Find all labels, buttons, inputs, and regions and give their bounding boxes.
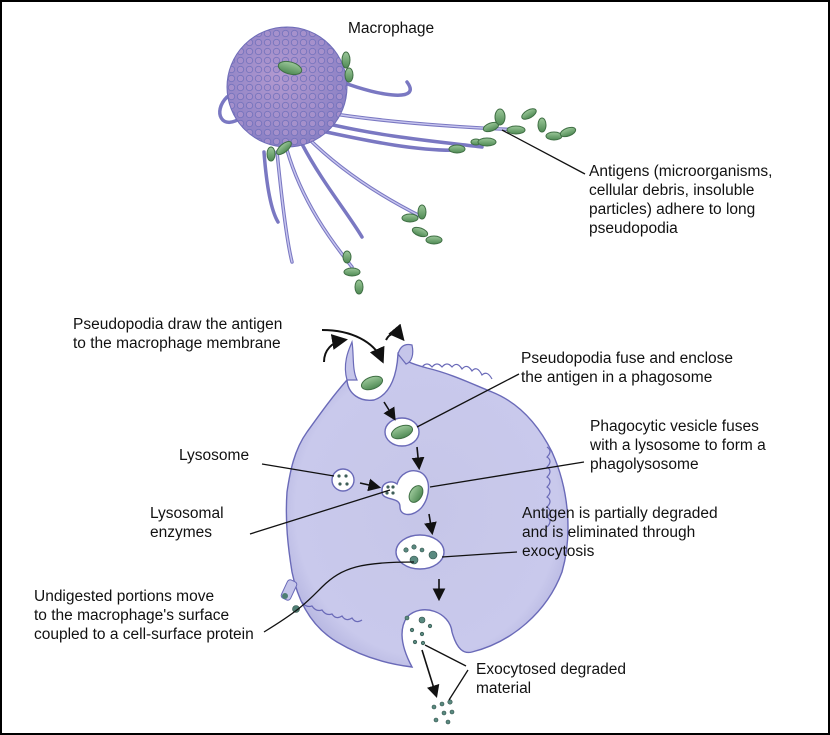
antigens-top (266, 51, 577, 295)
macrophage-cell-section (249, 323, 585, 725)
arrow-to-vesicle (424, 513, 437, 536)
phagosome (384, 417, 420, 447)
leader-exocytosed-2 (448, 669, 469, 701)
leader-phagocytic-vesicle (429, 461, 585, 488)
label-phagocytic-vesicle: Phagocytic vesicle fuses with a lysosome… (590, 418, 766, 473)
leader-exocytosed-1 (424, 644, 467, 667)
pseudopod-right (397, 343, 414, 365)
arrow-exocytosed (421, 649, 440, 699)
macrophage-top (218, 26, 586, 295)
cell-cytoplasm (285, 351, 569, 668)
cell-surface-protein (280, 579, 300, 613)
exocytosed-material (431, 699, 455, 725)
arrow-pseudopod-left (323, 334, 348, 363)
label-pseudopodia-draw: Pseudopodia draw the antigen to the macr… (73, 316, 283, 352)
leader-pseudopodia-fuse (416, 373, 520, 428)
arrow-to-phagosome (383, 401, 396, 421)
arrow-to-phagolysosome (411, 446, 425, 471)
arrow-lysosome-fuse (359, 478, 382, 492)
lysosome (331, 468, 355, 492)
title-macrophage: Macrophage (348, 20, 435, 37)
exocytosis-particles (404, 615, 433, 646)
label-undigested: Undigested portions move to the macropha… (34, 588, 254, 643)
pseudopod-left (344, 339, 358, 381)
leader-undigested (263, 561, 415, 633)
degrading-vesicle (395, 534, 445, 570)
label-antigens: Antigens (microorganisms, cellular debri… (589, 163, 773, 237)
phagolysosome (381, 470, 430, 516)
label-lysosome: Lysosome (179, 447, 250, 464)
antigen-engulfed (360, 375, 384, 391)
label-exocytosed: Exocytosed degraded material (476, 661, 626, 697)
leader-lysosomal-enzymes (249, 489, 391, 535)
label-lysosomal-enzymes: Lysosomal enzymes (150, 505, 224, 541)
leader-antigen-degraded (441, 551, 518, 558)
leader-antigens (501, 129, 586, 175)
label-pseudopodia-fuse: Pseudopodia fuse and enclose the antigen… (521, 350, 733, 386)
leader-lysosome (261, 463, 335, 477)
arrow-draw-in (321, 329, 385, 364)
arrow-pseudopod-right (385, 323, 405, 342)
label-antigen-degraded: Antigen is partially degraded and is eli… (522, 505, 718, 560)
